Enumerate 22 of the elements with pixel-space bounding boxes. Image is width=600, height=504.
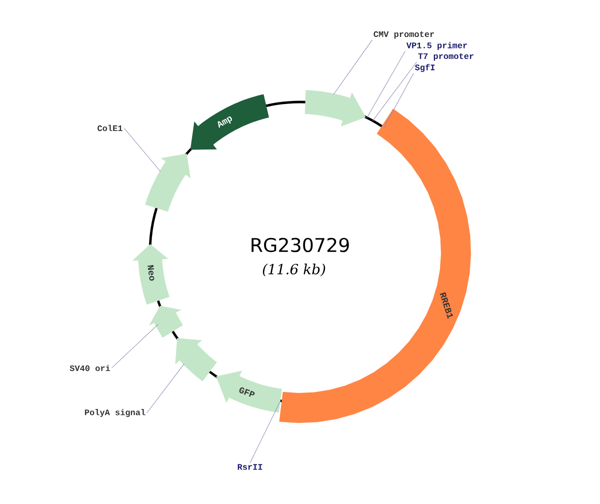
feature-label: PolyA signal: [84, 409, 146, 417]
leader-line: [146, 364, 184, 414]
plasmid-feature: Neo: [132, 244, 170, 305]
plasmid-feature: [175, 338, 217, 382]
feature-label: VP1.5 primer: [406, 42, 467, 50]
leader-line: [366, 50, 406, 118]
leader-line: [384, 73, 414, 128]
leader-line: [111, 324, 159, 368]
plasmid-feature: Amp: [190, 94, 269, 150]
plasmid-feature: [149, 306, 183, 338]
leader-line: [124, 128, 161, 172]
plasmid-feature: [145, 154, 191, 212]
leader-line: [372, 62, 417, 122]
feature-label: T7 promoter: [418, 53, 474, 61]
feature-label: SV40 ori: [70, 364, 110, 372]
feature-label: RsrII: [238, 464, 262, 470]
feature-label: ColE1: [98, 124, 122, 132]
feature-label: CMV promoter: [374, 31, 434, 39]
leader-line: [333, 40, 372, 95]
plasmid-feature: GFP: [216, 370, 282, 413]
feature-label: SgfI: [414, 64, 435, 72]
plasmid-feature: [304, 90, 366, 126]
